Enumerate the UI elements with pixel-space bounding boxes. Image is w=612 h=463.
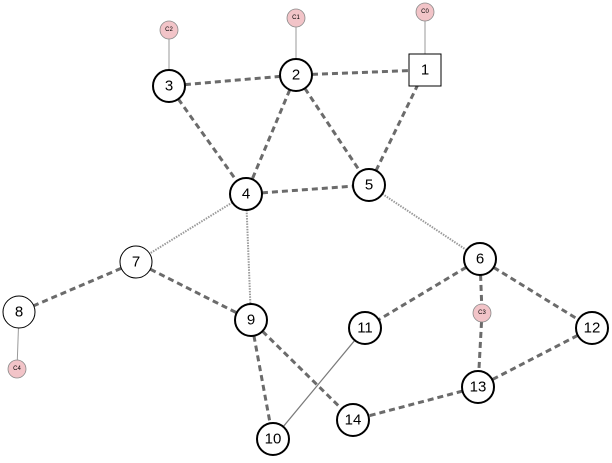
node-label-C1: C1 — [292, 15, 300, 21]
node-label-9: 9 — [247, 312, 255, 329]
node-shape-1 — [408, 53, 442, 87]
edge-3-2 — [184, 74, 281, 87]
node-shape-11 — [348, 311, 382, 345]
node-10[interactable]: 10 — [256, 422, 290, 456]
node-shape-C4 — [7, 359, 27, 379]
edge-6-C3 — [479, 274, 484, 305]
node-label-6: 6 — [476, 251, 484, 268]
node-1[interactable]: 1 — [408, 53, 442, 87]
node-C2[interactable]: C2 — [159, 20, 179, 40]
node-label-4: 4 — [242, 186, 250, 203]
edge-9-14 — [261, 330, 343, 410]
node-C3[interactable]: C3 — [472, 303, 492, 323]
node-label-12: 12 — [584, 320, 601, 337]
node-14[interactable]: 14 — [336, 403, 370, 437]
node-shape-5 — [352, 168, 386, 202]
node-shape-13 — [461, 370, 495, 404]
edge-11-10 — [282, 339, 356, 428]
node-label-C4: C4 — [13, 366, 21, 372]
edge-6-11 — [377, 265, 468, 322]
node-label-13: 13 — [470, 379, 487, 396]
edge-C3-13 — [477, 321, 484, 372]
node-label-C3: C3 — [478, 310, 486, 316]
node-C1[interactable]: C1 — [286, 8, 306, 28]
edge-7-8 — [33, 266, 122, 308]
node-C0[interactable]: C0 — [415, 2, 435, 22]
node-label-3: 3 — [165, 78, 173, 95]
node-label-11: 11 — [357, 320, 373, 337]
edge-4-5 — [261, 184, 354, 195]
edge-7-9 — [149, 267, 238, 315]
node-label-8: 8 — [15, 304, 23, 321]
node-label-7: 7 — [132, 254, 140, 271]
node-9[interactable]: 9 — [234, 303, 268, 337]
node-shape-C3 — [472, 303, 492, 323]
edge-3-4 — [177, 98, 238, 182]
node-6[interactable]: 6 — [463, 242, 497, 276]
node-shape-12 — [575, 311, 609, 345]
edge-13-14 — [368, 389, 463, 418]
node-label-C0: C0 — [421, 9, 429, 15]
node-shape-10 — [256, 422, 290, 456]
node-12[interactable]: 12 — [575, 311, 609, 345]
edge-6-12 — [492, 266, 580, 321]
node-shape-8 — [2, 295, 36, 329]
edge-C4-8 — [16, 327, 19, 361]
node-label-5: 5 — [365, 177, 373, 194]
edge-1-5 — [374, 83, 420, 172]
edge-2-5 — [303, 87, 362, 173]
edge-12-13 — [491, 334, 579, 381]
node-shape-2 — [279, 58, 313, 92]
node-label-1: 1 — [421, 62, 429, 79]
node-label-14: 14 — [345, 412, 362, 429]
edges-layer — [16, 21, 580, 428]
node-shape-7 — [119, 245, 153, 279]
edge-2-4 — [250, 89, 292, 180]
node-shape-3 — [152, 69, 186, 103]
node-4[interactable]: 4 — [229, 177, 263, 211]
node-label-C2: C2 — [165, 27, 173, 33]
edge-5-6 — [381, 193, 468, 251]
node-C4[interactable]: C4 — [7, 359, 27, 379]
node-13[interactable]: 13 — [461, 370, 495, 404]
node-5[interactable]: 5 — [352, 168, 386, 202]
node-shape-C0 — [415, 2, 435, 22]
edge-9-10 — [252, 335, 272, 424]
node-shape-4 — [229, 177, 263, 211]
node-shape-14 — [336, 403, 370, 437]
node-shape-9 — [234, 303, 268, 337]
node-11[interactable]: 11 — [348, 311, 382, 345]
node-7[interactable]: 7 — [119, 245, 153, 279]
node-3[interactable]: 3 — [152, 69, 186, 103]
edge-2-1 — [311, 69, 410, 76]
node-label-10: 10 — [265, 431, 282, 448]
node-shape-6 — [463, 242, 497, 276]
node-label-2: 2 — [292, 67, 300, 84]
edge-4-9 — [245, 209, 252, 305]
node-8[interactable]: 8 — [2, 295, 36, 329]
edge-4-7 — [149, 201, 233, 255]
node-2[interactable]: 2 — [279, 58, 313, 92]
node-shape-C2 — [159, 20, 179, 40]
node-shape-C1 — [286, 8, 306, 28]
